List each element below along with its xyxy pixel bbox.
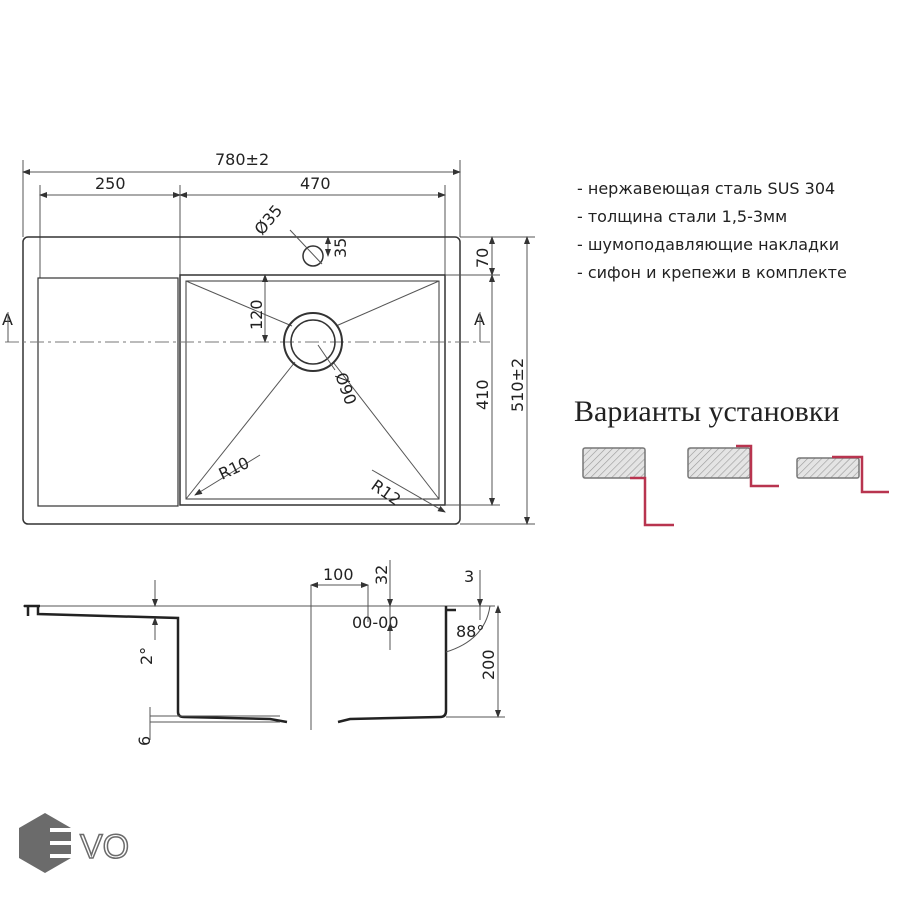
drainboard-width-label: 250 (95, 174, 126, 193)
spec-item: - нержавеющая сталь SUS 304 (577, 179, 835, 198)
drain-inner (290, 319, 336, 365)
spec-item: - шумоподавляющие накладки (577, 235, 839, 254)
install-variant-flush (687, 444, 779, 488)
overflow-height-label: 32 (372, 565, 391, 585)
overall-width-label: 780±2 (215, 150, 269, 169)
wall-angle-label: 88° (456, 622, 484, 641)
drain-offset-label: 120 (247, 299, 266, 330)
spec-list: - нержавеющая сталь SUS 304 - толщина ст… (577, 179, 847, 282)
bowl-width-label: 470 (300, 174, 331, 193)
overflow-slot-icon: 00-00 (352, 613, 399, 632)
bottom-step-label: 6 (135, 736, 154, 746)
bowl-inner (185, 280, 440, 500)
logo-text: VO (80, 828, 129, 866)
tap-hole (302, 245, 324, 267)
spec-item: - толщина стали 1,5-3мм (577, 207, 787, 226)
rim-thickness-label: 3 (464, 567, 474, 586)
slope-angle-label: 2° (137, 647, 156, 665)
tap-hole-offset-label: 35 (331, 238, 350, 258)
top-view: 780±2 250 470 A A Ø35 35 120 Ø90 (2, 150, 535, 525)
edge-to-bowl-label: 70 (473, 248, 492, 268)
radius-r10-label: R10 (216, 453, 253, 484)
spec-item: - сифон и крепежи в комплекте (577, 263, 847, 282)
drain-outer (283, 312, 343, 372)
evo-logo: VO (19, 813, 130, 873)
overflow-offset-label: 100 (323, 565, 354, 584)
drain-diameter-label: Ø90 (331, 370, 360, 407)
drainboard (37, 277, 179, 507)
side-bowl-depth-label: 200 (479, 649, 498, 680)
install-variant-overmount (796, 455, 889, 494)
bowl-outline (179, 274, 446, 506)
sink-outline (22, 236, 461, 525)
side-view: 2° 6 100 00-00 32 3 88° 200 (23, 560, 505, 746)
overall-depth-label: 510±2 (508, 358, 527, 412)
install-variants: Варианты установки (574, 395, 889, 527)
install-variant-undermount (582, 447, 674, 527)
install-variants-title: Варианты установки (574, 395, 839, 428)
angle-arc (445, 605, 491, 653)
tap-hole-diameter-label: Ø35 (251, 201, 287, 238)
bowl-depth-label: 410 (473, 379, 492, 410)
